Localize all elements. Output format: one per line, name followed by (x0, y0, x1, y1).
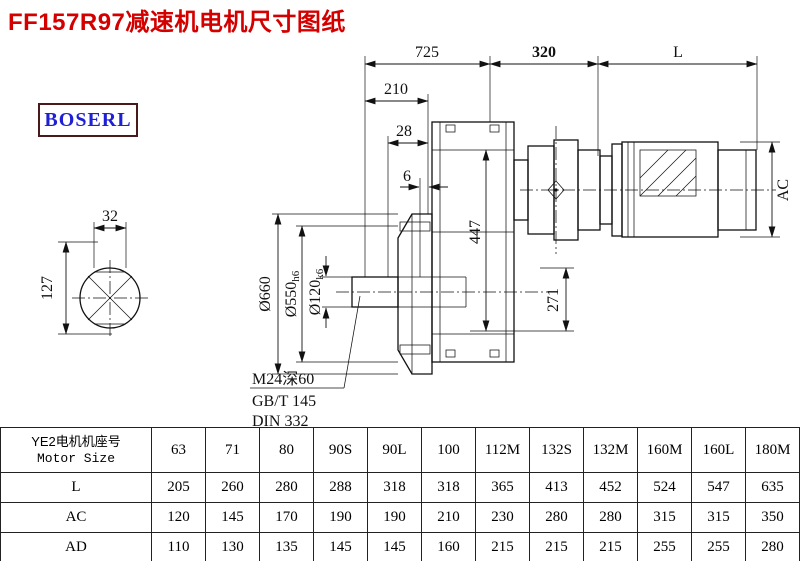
table-cell: 452 (583, 472, 638, 503)
boserl-logo-text: BOSERL (44, 108, 132, 131)
row-label: L (0, 472, 152, 503)
boserl-logo: BOSERL (38, 103, 138, 137)
table-cell: 365 (475, 472, 530, 503)
dim-447: 447 (467, 220, 484, 244)
table-cell: 318 (421, 472, 476, 503)
table-cell: 350 (745, 502, 800, 533)
table-cell: 145 (205, 502, 260, 533)
dim-L: L (673, 44, 683, 61)
table-cell: 280 (529, 502, 584, 533)
dim-660: Ø660 (257, 276, 274, 312)
table-cell: 280 (259, 472, 314, 503)
table-cell: 255 (691, 532, 746, 561)
table-cell: 280 (745, 532, 800, 561)
table-cell: 315 (637, 502, 692, 533)
dim-120-value: Ø120 (307, 280, 324, 316)
size-col-header: 112M (475, 427, 530, 473)
size-col-header: 80 (259, 427, 314, 473)
table-cell: 413 (529, 472, 584, 503)
table-cell: 280 (583, 502, 638, 533)
page-title: FF157R97减速机电机尺寸图纸 (8, 9, 346, 36)
table-cell: 205 (151, 472, 206, 503)
dim-AC: AC (775, 179, 792, 201)
motor-size-header: YE2电机机座号 Motor Size (0, 427, 152, 473)
table-cell: 145 (313, 532, 368, 561)
size-col-header: 100 (421, 427, 476, 473)
note-din-standard: DIN 332 (252, 413, 308, 427)
dim-271: 271 (545, 288, 562, 312)
dim-120-tolerance: k6 (314, 268, 326, 280)
table-cell: 215 (529, 532, 584, 561)
table-cell: 547 (691, 472, 746, 503)
table-cell: 318 (367, 472, 422, 503)
dim-210: 210 (384, 81, 408, 98)
size-col-header: 132S (529, 427, 584, 473)
note-thread: M24深60 (252, 370, 314, 388)
side-view (336, 121, 776, 375)
front-view: 32 127 (39, 208, 148, 336)
size-col-header: 63 (151, 427, 206, 473)
dim-28: 28 (396, 123, 412, 140)
motor-size-header-en: Motor Size (36, 451, 115, 466)
table-cell: 130 (205, 532, 260, 561)
table-cell: 135 (259, 532, 314, 561)
size-col-header: 90L (367, 427, 422, 473)
table-cell: 210 (421, 502, 476, 533)
table-cell: 145 (367, 532, 422, 561)
dim-550h6: Ø550h6 (283, 270, 302, 317)
table-cell: 524 (637, 472, 692, 503)
table-cell: 170 (259, 502, 314, 533)
dim-120k6: Ø120k6 (307, 268, 326, 315)
dimension-lines: 725 320 L 210 28 6 Ø660 Ø55 (257, 44, 792, 375)
dim-320: 320 (532, 44, 556, 61)
row-label: AD (0, 532, 152, 561)
size-col-header: 71 (205, 427, 260, 473)
table-cell: 215 (475, 532, 530, 561)
table-cell: 120 (151, 502, 206, 533)
technical-drawing: 32 127 (39, 44, 792, 427)
table-cell: 190 (313, 502, 368, 533)
table-cell: 160 (421, 532, 476, 561)
table-cell: 635 (745, 472, 800, 503)
size-col-header: 132M (583, 427, 638, 473)
size-col-header: 90S (313, 427, 368, 473)
size-col-header: 160L (691, 427, 746, 473)
table-cell: 288 (313, 472, 368, 503)
table-cell: 260 (205, 472, 260, 503)
table-cell: 315 (691, 502, 746, 533)
size-col-header: 180M (745, 427, 800, 473)
table-cell: 190 (367, 502, 422, 533)
dim-6: 6 (403, 168, 411, 185)
motor-size-header-cn: YE2电机机座号 (31, 434, 121, 449)
note-gb-standard: GB/T 145 (252, 393, 316, 410)
table-cell: 215 (583, 532, 638, 561)
dim-725: 725 (415, 44, 439, 61)
table-cell: 230 (475, 502, 530, 533)
dim-550-tolerance: h6 (290, 270, 302, 282)
row-label: AC (0, 502, 152, 533)
dim-550-value: Ø550 (283, 282, 300, 318)
shaft-notes: M24深60 GB/T 145 DIN 332 (250, 295, 361, 427)
table-cell: 255 (637, 532, 692, 561)
size-col-header: 160M (637, 427, 692, 473)
table-cell: 110 (151, 532, 206, 561)
dim-127: 127 (39, 276, 56, 300)
dim-32: 32 (102, 208, 118, 225)
